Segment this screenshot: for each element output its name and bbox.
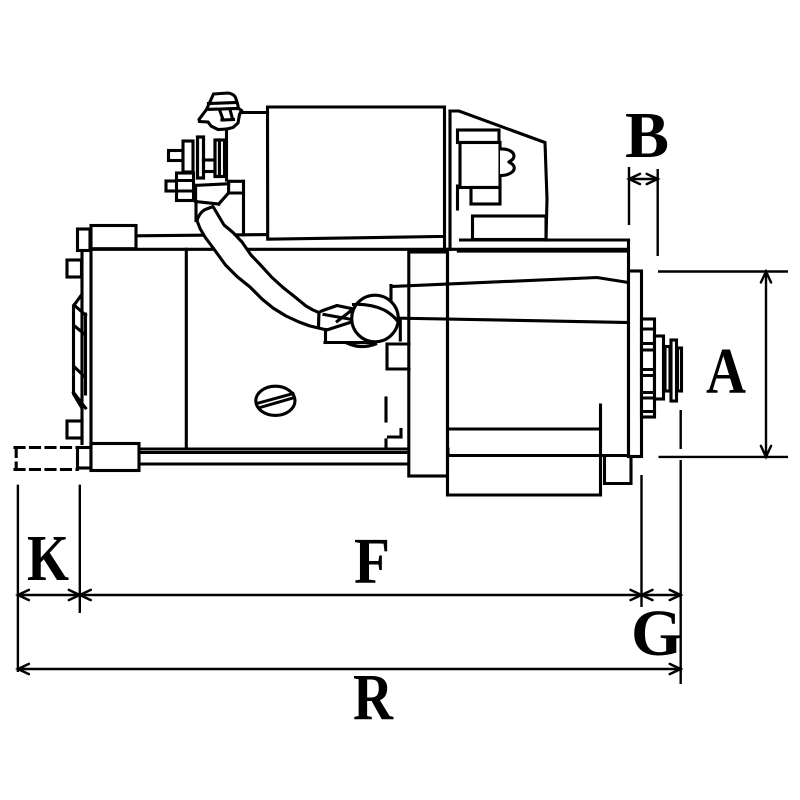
- svg-text:K: K: [27, 522, 69, 595]
- svg-text:A: A: [706, 335, 746, 408]
- svg-text:B: B: [625, 99, 669, 172]
- svg-text:F: F: [354, 525, 390, 598]
- svg-text:R: R: [353, 661, 394, 734]
- svg-text:G: G: [631, 597, 682, 670]
